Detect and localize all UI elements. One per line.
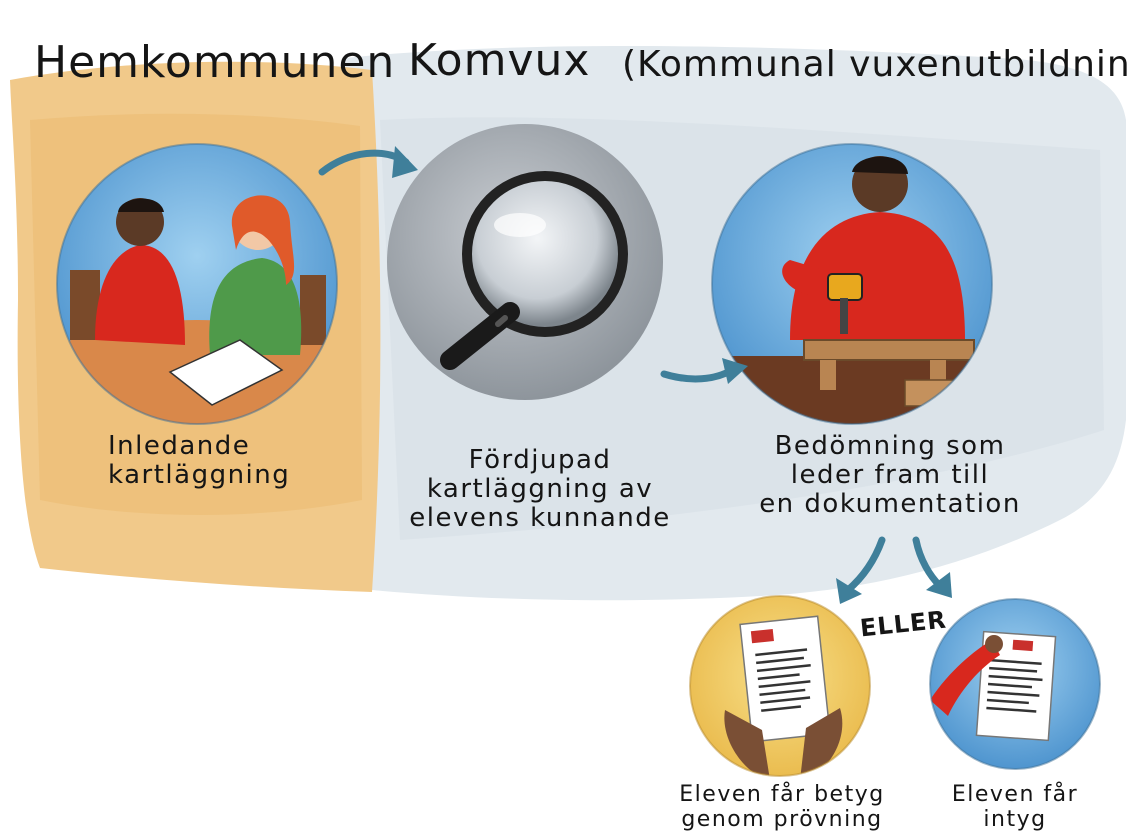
step-3-caption-line-3: en dokumentation	[759, 489, 1021, 520]
step-2-caption-line-2: kartläggning av	[426, 474, 654, 505]
grade-document-icon	[689, 595, 871, 777]
step-1-caption: Inledande kartläggning	[72, 431, 322, 491]
arrow-to-grade-outcome	[836, 536, 886, 604]
komvux-heading: Komvux	[408, 35, 591, 86]
outcome-1-caption-line-1: Eleven får betyg	[679, 782, 885, 807]
outcome-1-caption: Eleven får betyg genom prövning	[672, 782, 892, 833]
step-1-caption-line-1: Inledande	[108, 431, 251, 461]
step-3-caption-line-1: Bedömning som	[774, 431, 1006, 461]
arrow-step1-to-step2	[318, 146, 418, 178]
step-2-caption: Fördjupad kartläggning av elevens kunnan…	[405, 445, 675, 534]
magnifying-glass-icon	[387, 124, 663, 400]
certificate-document-icon	[929, 598, 1101, 770]
outcome-2-caption-line-2: intyg	[983, 807, 1047, 833]
step-2-caption-line-1: Fördjupad	[468, 445, 612, 475]
meeting-illustration-icon	[56, 143, 338, 425]
step-1-caption-line-2: kartläggning	[108, 460, 291, 491]
step-2-caption-line-3: elevens kunnande	[409, 503, 671, 534]
komvux-full-name: (Kommunal vuxenutbildning)	[622, 44, 1128, 85]
step-3-caption: Bedömning som leder fram till en dokumen…	[750, 431, 1030, 520]
arrow-to-certificate-outcome	[912, 536, 952, 598]
outcome-2-caption-line-1: Eleven får	[951, 782, 1079, 807]
arrow-step2-to-step3	[660, 358, 748, 384]
outcome-2-caption: Eleven får intyg	[930, 782, 1100, 833]
hemkommunen-heading: Hemkommunen	[34, 37, 396, 88]
outcome-1-caption-line-2: genom prövning	[681, 807, 883, 833]
step-3-caption-line-2: leder fram till	[790, 460, 990, 491]
